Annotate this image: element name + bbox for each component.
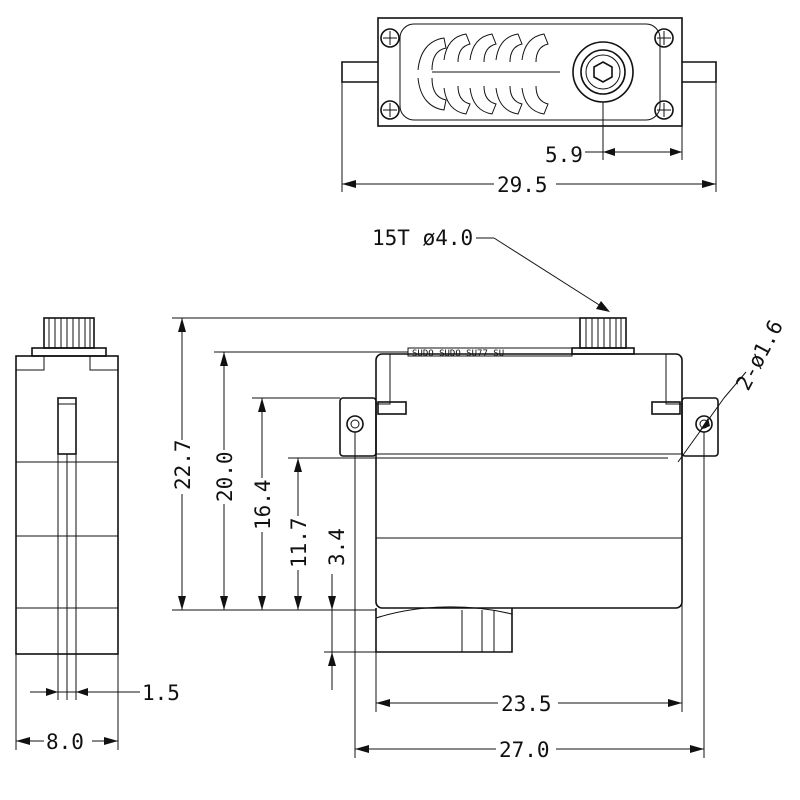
bottom-cap (375, 608, 513, 653)
left-mount-tab (339, 397, 377, 457)
side-view-collar (571, 347, 635, 355)
end-view-mount-tab (57, 397, 77, 455)
top-width-label: 29.5 (497, 173, 548, 197)
left-mount-hole (346, 415, 364, 433)
tab-span-label: 27.0 (499, 738, 550, 762)
end-width-dimension: 8.0 (15, 654, 119, 754)
mount-hole-height-label: 11.7 (287, 517, 311, 568)
right-flange-lip (651, 401, 681, 415)
tab-thickness-dimension: 1.5 (30, 681, 180, 705)
left-flange-lip (377, 401, 407, 415)
cooling-fins (417, 33, 560, 115)
top-body-inner (399, 23, 661, 121)
top-body-outline (377, 17, 683, 127)
right-shaft (682, 61, 717, 83)
end-width-label: 8.0 (46, 730, 84, 754)
spline-leader: 15T ø4.0 (372, 226, 610, 312)
bottom-height-label: 3.4 (325, 528, 349, 566)
spline-label: 15T ø4.0 (372, 226, 473, 250)
top-width-dimension: 29.5 (341, 82, 717, 197)
overall-height-label: 22.7 (171, 439, 195, 490)
width-dimensions: 23.5 27.0 (354, 432, 705, 762)
end-view: 1.5 8.0 (15, 317, 180, 754)
side-view: SUDO SUDO SU77 SU 22.7 (170, 226, 788, 762)
hole-label: 2-ø1.6 (731, 316, 788, 394)
tab-height-label: 16.4 (251, 479, 275, 530)
hole-leader: 2-ø1.6 (677, 316, 788, 463)
case-height-label: 20.0 (213, 451, 237, 502)
left-shaft (341, 61, 378, 83)
end-view-collar (31, 347, 107, 357)
end-view-spline (43, 317, 95, 349)
right-mount-tab (681, 397, 719, 457)
corner-screws (380, 28, 674, 120)
shaft-offset-dimension: 5.9 (545, 102, 683, 167)
height-dimensions: 22.7 20.0 16.4 11.7 (170, 317, 668, 690)
shaft-offset-label: 5.9 (545, 143, 583, 167)
top-view: 5.9 29.5 (341, 17, 717, 197)
tab-thickness-label: 1.5 (142, 681, 180, 705)
case-width-label: 23.5 (501, 692, 552, 716)
side-view-case (375, 353, 683, 609)
side-view-spline (579, 317, 627, 349)
output-shaft (572, 41, 634, 103)
